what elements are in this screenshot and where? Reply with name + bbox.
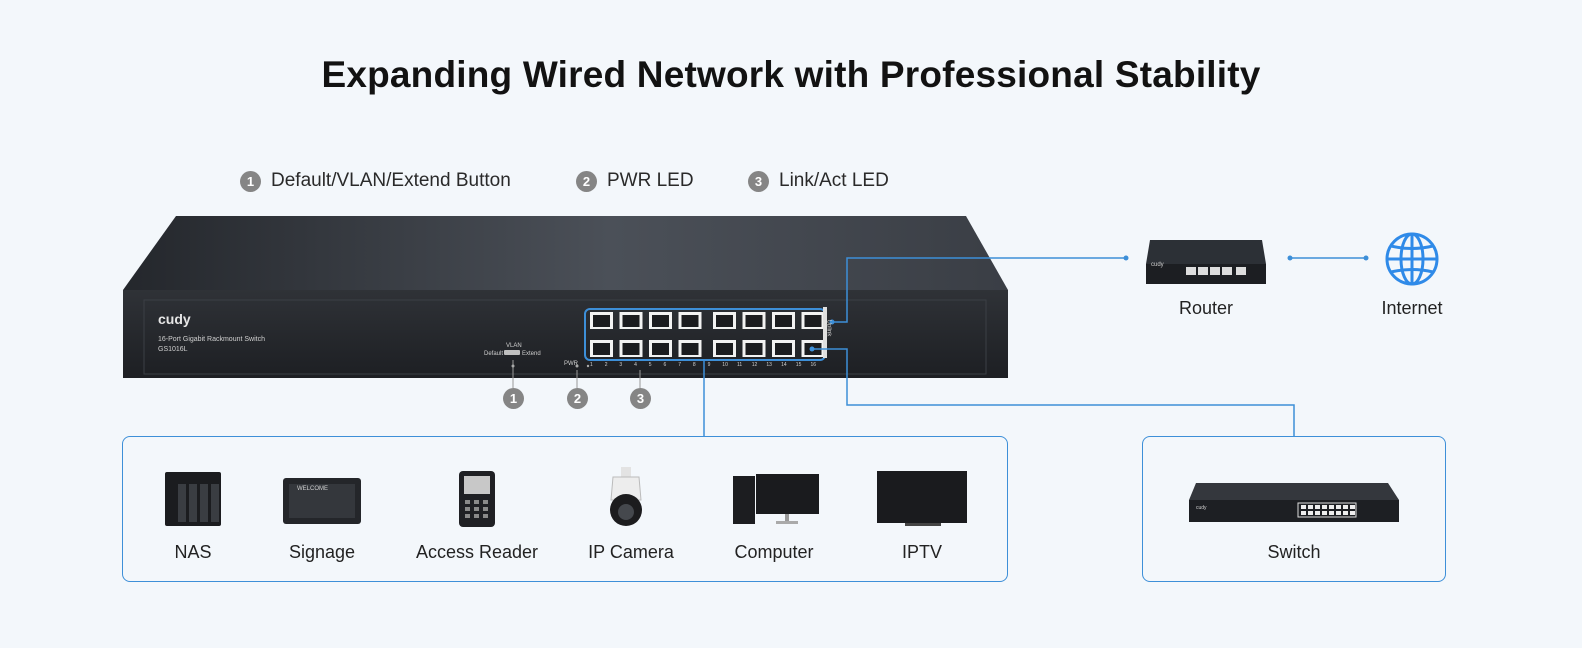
device-label-access-reader: Access Reader bbox=[415, 542, 539, 562]
port-number-label: 1 bbox=[590, 362, 593, 368]
rj45-port-socket bbox=[775, 315, 792, 327]
legend-number-3: 3 bbox=[748, 170, 769, 192]
vlan-label: VLAN bbox=[506, 343, 522, 349]
downstream-switch-brand: cudy bbox=[1196, 505, 1207, 511]
default-label: Default bbox=[484, 351, 504, 357]
switch-front-panel bbox=[123, 290, 1008, 378]
callout-3: 3 bbox=[630, 388, 651, 409]
device-label-iptv: IPTV bbox=[901, 542, 943, 562]
rj45-port-socket bbox=[775, 343, 792, 355]
internet-label: Internet bbox=[1381, 298, 1443, 318]
callout-2: 2 bbox=[567, 388, 588, 409]
switch-box bbox=[1142, 436, 1446, 582]
device-label-nas: NAS bbox=[174, 542, 212, 562]
rj45-port-socket bbox=[652, 315, 669, 327]
rj45-port-socket bbox=[593, 315, 610, 327]
rj45-port-socket bbox=[681, 343, 699, 355]
device-label-signage: Signage bbox=[288, 542, 356, 562]
port-number-label: 8 bbox=[692, 362, 696, 368]
switch-model: GS1016L bbox=[158, 346, 188, 353]
rj45-port-socket bbox=[622, 343, 640, 355]
computer-icon bbox=[733, 474, 819, 524]
legend-item-2: 2 PWR LED bbox=[576, 169, 694, 193]
ip-camera-icon bbox=[610, 467, 642, 526]
router-label: Router bbox=[1178, 298, 1234, 318]
signage-icon bbox=[283, 478, 361, 524]
legend-item-3: 3 Link/Act LED bbox=[748, 169, 889, 193]
port-number-label: 11 bbox=[737, 362, 743, 368]
nas-icon bbox=[165, 472, 221, 526]
tv-icon bbox=[877, 471, 967, 526]
port-number-label: 2 bbox=[604, 362, 608, 368]
page-title: Expanding Wired Network with Professiona… bbox=[321, 54, 1261, 95]
legend-label-3: Link/Act LED bbox=[779, 170, 889, 191]
device-label-computer: Computer bbox=[734, 542, 814, 562]
link-line-router bbox=[832, 257, 1126, 323]
rj45-port-socket bbox=[593, 343, 610, 355]
downstream-switch-icon bbox=[1189, 483, 1399, 522]
port-number-label: 10 bbox=[722, 362, 728, 368]
port-number-label: 5 bbox=[648, 362, 652, 368]
rj45-port-socket bbox=[716, 315, 733, 327]
legend-label-1: Default/VLAN/Extend Button bbox=[271, 170, 511, 191]
extend-label: Extend bbox=[522, 351, 541, 357]
end-devices-box bbox=[122, 436, 1008, 582]
rj45-port-socket bbox=[745, 315, 763, 327]
rj45-port-socket bbox=[745, 343, 763, 355]
port-number-label: 9 bbox=[707, 362, 711, 368]
device-label-ip-camera: IP Camera bbox=[588, 542, 674, 562]
rj45-port-socket bbox=[652, 343, 669, 355]
rj45-port-socket bbox=[681, 315, 699, 327]
signage-screen-text: WELCOME bbox=[297, 486, 329, 492]
legend-number-1: 1 bbox=[240, 170, 261, 192]
pwr-label: PWR bbox=[564, 361, 578, 367]
legend-item-1: 1 Default/VLAN/Extend Button bbox=[240, 169, 511, 193]
port-number-label: 13 bbox=[766, 362, 772, 368]
rj45-port-socket bbox=[804, 315, 822, 327]
router-device bbox=[1146, 240, 1266, 284]
rj45-port-socket bbox=[716, 343, 733, 355]
link-line-switch bbox=[812, 348, 1295, 436]
globe-icon bbox=[1385, 232, 1439, 286]
access-reader-icon bbox=[459, 471, 495, 527]
port-number-label: 14 bbox=[781, 362, 787, 368]
port-number-label: 16 bbox=[810, 362, 817, 368]
port-number-label: 15 bbox=[795, 362, 802, 368]
port-number-label: 7 bbox=[678, 362, 681, 368]
callout-1: 1 bbox=[503, 388, 524, 409]
rj45-port-socket bbox=[622, 315, 640, 327]
uplink-label: Uplink bbox=[825, 319, 832, 337]
port-number-label: 6 bbox=[663, 362, 667, 368]
switch-label: Switch bbox=[1267, 542, 1321, 562]
switch-top-surface bbox=[123, 216, 1008, 290]
switch-brand: cudy bbox=[158, 311, 191, 327]
port-number-label: 12 bbox=[751, 362, 758, 368]
legend-number-2: 2 bbox=[576, 170, 597, 192]
port-number-label: 3 bbox=[619, 362, 623, 368]
port-number-label: 4 bbox=[634, 362, 637, 368]
vlan-switch bbox=[504, 350, 520, 355]
switch-model-desc: 16-Port Gigabit Rackmount Switch bbox=[158, 336, 265, 343]
router-brand: cudy bbox=[1151, 262, 1164, 268]
legend-label-2: PWR LED bbox=[607, 170, 694, 191]
